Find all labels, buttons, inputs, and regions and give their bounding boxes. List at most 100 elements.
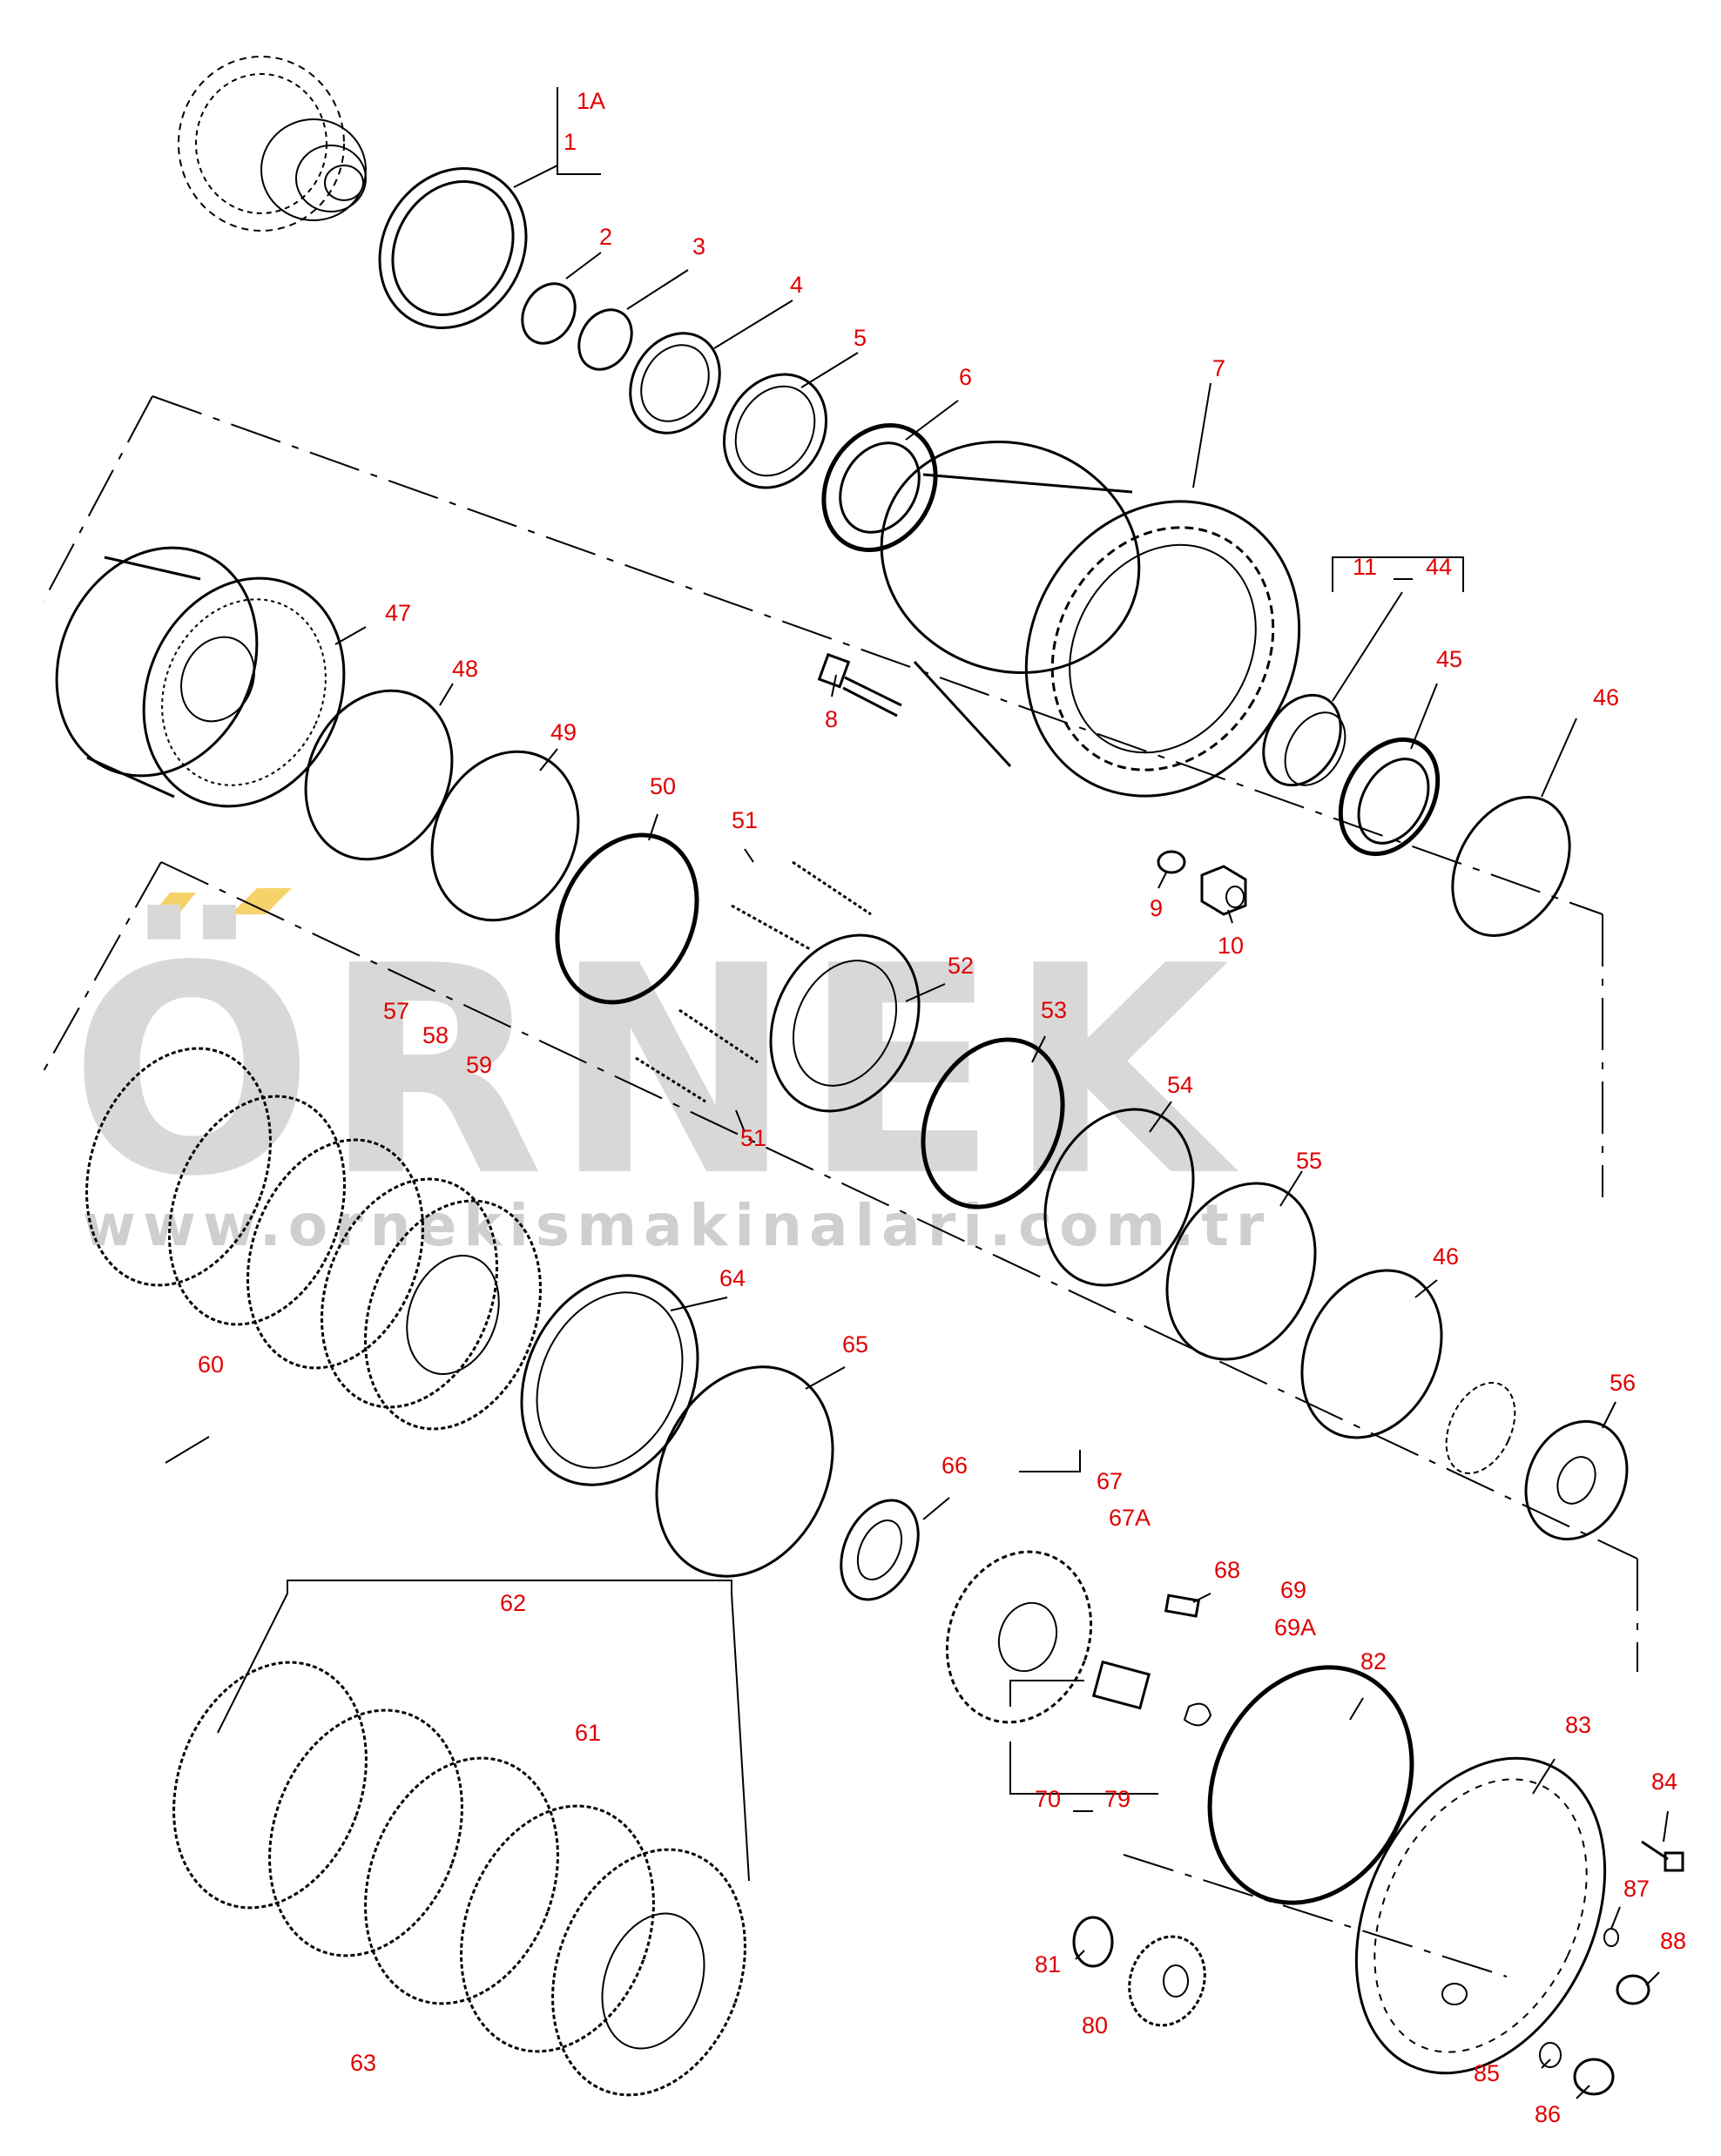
watermark-accent-right xyxy=(231,888,292,914)
callout-58: 58 xyxy=(422,1022,449,1048)
watermark-brand: ÖRNEK xyxy=(70,902,1240,1239)
part-4-bearing-race xyxy=(629,332,721,435)
part-51-springs xyxy=(635,860,872,1103)
callout-46-upper: 46 xyxy=(1593,684,1619,711)
callout-9: 9 xyxy=(1150,895,1163,921)
callout-88: 88 xyxy=(1660,1928,1686,1954)
callout-81: 81 xyxy=(1035,1951,1061,1977)
part-81-snap-ring xyxy=(1072,1916,1114,1968)
part-80-sun-gear xyxy=(1128,1935,1206,2027)
part-84-bolt xyxy=(1641,1840,1684,1872)
callout-69A: 69A xyxy=(1274,1614,1316,1641)
callout-5: 5 xyxy=(854,325,867,351)
leader-lines xyxy=(165,165,1669,2099)
part-7-housing xyxy=(880,441,1301,798)
callout-11: 11 xyxy=(1353,554,1377,580)
callout-2: 2 xyxy=(599,224,612,250)
part-61-62-63-clutch-pack xyxy=(172,1661,746,2097)
callout-57: 57 xyxy=(383,998,409,1024)
callout-87: 87 xyxy=(1623,1876,1650,1902)
callout-1: 1 xyxy=(564,129,577,155)
part-86-plug xyxy=(1573,2058,1615,2096)
part-66-bearing xyxy=(840,1499,920,1601)
part-52-spring-holder xyxy=(769,933,921,1113)
callout-63: 63 xyxy=(350,2050,376,2076)
part-8-bolt xyxy=(817,652,902,718)
callout-52: 52 xyxy=(948,953,974,979)
callout-7: 7 xyxy=(1212,355,1225,381)
callout-45: 45 xyxy=(1436,646,1462,672)
part-64-piston xyxy=(520,1274,699,1486)
part-11-44-bearing-cup xyxy=(1262,693,1346,787)
callout-59: 59 xyxy=(466,1052,492,1078)
callout-69: 69 xyxy=(1280,1577,1306,1603)
callout-61: 61 xyxy=(575,1720,601,1746)
callout-6: 6 xyxy=(959,364,972,390)
part-88-plug xyxy=(1616,1974,1650,2005)
callout-85: 85 xyxy=(1474,2060,1500,2086)
part-46-snap-ring-lower xyxy=(1300,1269,1443,1439)
part-6-bearing xyxy=(821,422,938,553)
callout-65: 65 xyxy=(842,1331,868,1358)
callout-46-lower: 46 xyxy=(1433,1243,1459,1270)
part-10-nut xyxy=(1200,865,1247,916)
callout-47: 47 xyxy=(385,600,411,626)
callout-67A: 67A xyxy=(1109,1505,1151,1531)
part-5-bearing-race xyxy=(722,373,828,489)
watermark-url: www.ornekismakinalari.com.tr xyxy=(83,1192,1271,1259)
part-2-ring xyxy=(521,282,577,345)
watermark-accent-left xyxy=(152,893,196,914)
part-3-ring xyxy=(577,308,633,371)
callout-55: 55 xyxy=(1296,1148,1322,1174)
callout-64: 64 xyxy=(719,1265,746,1291)
part-68-bolt xyxy=(1164,1593,1201,1618)
part-83-cover-plate xyxy=(1354,1756,1607,2075)
part-70-79-washer xyxy=(1183,1702,1212,1727)
part-9-washer xyxy=(1157,850,1186,874)
part-85-seal xyxy=(1539,2042,1562,2068)
part-53-o-ring xyxy=(921,1037,1065,1209)
part-46-snap-ring-upper xyxy=(1451,796,1571,937)
part-48-ring xyxy=(304,689,454,861)
part-57-59-60-clutch-discs xyxy=(85,1047,543,1431)
part-87-seal xyxy=(1603,1928,1619,1947)
callout-51-upper: 51 xyxy=(732,807,758,833)
callout-60: 60 xyxy=(198,1351,224,1378)
part-69-pin xyxy=(1091,1660,1151,1710)
callout-83: 83 xyxy=(1565,1712,1591,1738)
callout-68: 68 xyxy=(1214,1557,1240,1583)
part-47-ring-gear xyxy=(55,546,346,808)
callout-50: 50 xyxy=(650,773,676,799)
callout-4: 4 xyxy=(790,272,803,298)
callout-labels: 1A 1 2 3 4 5 6 7 8 9 10 11 44 45 46 47 4… xyxy=(198,88,1686,2127)
callout-84: 84 xyxy=(1651,1769,1677,1795)
part-56-thrust-washer xyxy=(1524,1419,1629,1541)
callout-10: 10 xyxy=(1218,933,1244,959)
callout-86: 86 xyxy=(1535,2101,1561,2127)
watermark: ÖRNEK www.ornekismakinalari.com.tr xyxy=(70,888,1271,1259)
part-65-ring xyxy=(655,1365,834,1578)
callout-53: 53 xyxy=(1041,997,1067,1023)
callout-70: 70 xyxy=(1035,1786,1061,1812)
callout-56: 56 xyxy=(1610,1370,1636,1396)
part-54-ring xyxy=(1043,1108,1195,1287)
part-1-seal xyxy=(378,167,528,329)
part-50-o-ring xyxy=(555,832,699,1005)
callout-8: 8 xyxy=(825,706,838,732)
callout-48: 48 xyxy=(452,656,478,682)
callout-1A: 1A xyxy=(577,88,605,114)
callout-80: 80 xyxy=(1082,2012,1108,2038)
part-67-planet-gear xyxy=(945,1550,1093,1724)
assembly-axes xyxy=(43,395,1638,1977)
callout-62: 62 xyxy=(500,1590,526,1616)
callout-82: 82 xyxy=(1360,1648,1387,1674)
part-45-bearing xyxy=(1338,737,1441,857)
callout-54: 54 xyxy=(1167,1072,1193,1098)
callout-51-lower: 51 xyxy=(740,1125,766,1151)
range-dashes xyxy=(1073,578,1413,1812)
callout-66: 66 xyxy=(941,1452,968,1479)
callout-49: 49 xyxy=(550,719,577,745)
callout-79: 79 xyxy=(1104,1786,1130,1812)
part-82-o-ring xyxy=(1207,1665,1414,1905)
